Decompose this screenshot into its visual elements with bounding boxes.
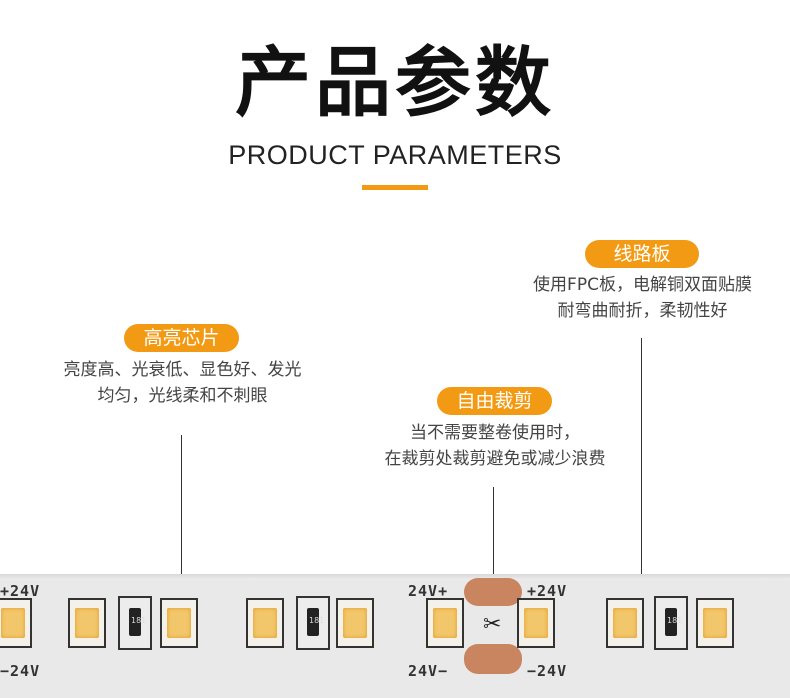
- page-title-cn: 产品参数: [235, 38, 555, 127]
- feature-desc-line: 均匀，光线柔和不刺眼: [97, 386, 268, 406]
- feature-label-high-brightness-chip: 高亮芯片: [124, 324, 239, 352]
- led-emitter: [75, 608, 99, 638]
- resistor-code: 181: [309, 616, 325, 625]
- resistor-body: 181: [129, 608, 146, 636]
- led-emitter: [167, 608, 191, 638]
- led-chip: [517, 598, 555, 648]
- feature-desc-line: 亮度高、光衰低、显色好、发光: [63, 360, 302, 380]
- resistor-code: 181: [131, 616, 147, 625]
- led-emitter: [524, 608, 548, 638]
- pointer-line-high-brightness-chip: [181, 435, 182, 603]
- led-emitter: [613, 608, 637, 638]
- led-chip: [696, 598, 734, 648]
- led-chip: [606, 598, 644, 648]
- resistor-body: 181: [307, 608, 324, 636]
- feature-desc-high-brightness-chip: 亮度高、光衰低、显色好、发光 均匀，光线柔和不刺眼: [30, 357, 335, 409]
- led-emitter: [343, 608, 367, 638]
- feature-desc-free-cutting: 当不需要整卷使用时， 在裁剪处裁剪避免或减少浪费: [350, 420, 640, 472]
- feature-label-circuit-board: 线路板: [585, 240, 699, 268]
- led-emitter: [1, 608, 25, 638]
- scissors-icon: ✂: [483, 612, 502, 637]
- led-chip: [160, 598, 198, 648]
- page-title-en: PRODUCT PARAMETERS: [228, 140, 562, 170]
- led-emitter: [253, 608, 277, 638]
- led-chip: [426, 598, 464, 648]
- resistor: 181: [654, 596, 688, 650]
- pointer-line-circuit-board: [641, 338, 642, 578]
- title-underline: [362, 185, 428, 190]
- voltage-label: +24V: [527, 582, 568, 600]
- led-chip: [68, 598, 106, 648]
- led-chip: [0, 598, 32, 648]
- voltage-label: +24V: [0, 582, 41, 600]
- led-chip: [336, 598, 374, 648]
- feature-desc-line: 当不需要整卷使用时，: [410, 423, 580, 443]
- copper-pad-top: [464, 578, 522, 606]
- led-emitter: [703, 608, 727, 638]
- pointer-line-free-cutting: [493, 487, 494, 607]
- led-strip-edge: [0, 574, 790, 580]
- resistor-code: 181: [667, 616, 683, 625]
- feature-desc-line: 耐弯曲耐折，柔韧性好: [557, 301, 728, 321]
- feature-desc-circuit-board: 使用FPC板，电解铜双面贴膜 耐弯曲耐折，柔韧性好: [505, 272, 780, 324]
- voltage-label: 24V+: [408, 582, 449, 600]
- resistor: 181: [118, 596, 152, 650]
- led-emitter: [433, 608, 457, 638]
- feature-desc-line: 使用FPC板，电解铜双面贴膜: [533, 275, 752, 295]
- voltage-label: −24V: [0, 662, 41, 680]
- voltage-label: −24V: [527, 662, 568, 680]
- resistor: 181: [296, 596, 330, 650]
- resistor-body: 181: [665, 608, 682, 636]
- led-chip: [246, 598, 284, 648]
- feature-desc-line: 在裁剪处裁剪避免或减少浪费: [384, 449, 606, 469]
- copper-pad-bottom: [464, 644, 522, 674]
- feature-label-free-cutting: 自由裁剪: [437, 387, 552, 415]
- voltage-label: 24V−: [408, 662, 449, 680]
